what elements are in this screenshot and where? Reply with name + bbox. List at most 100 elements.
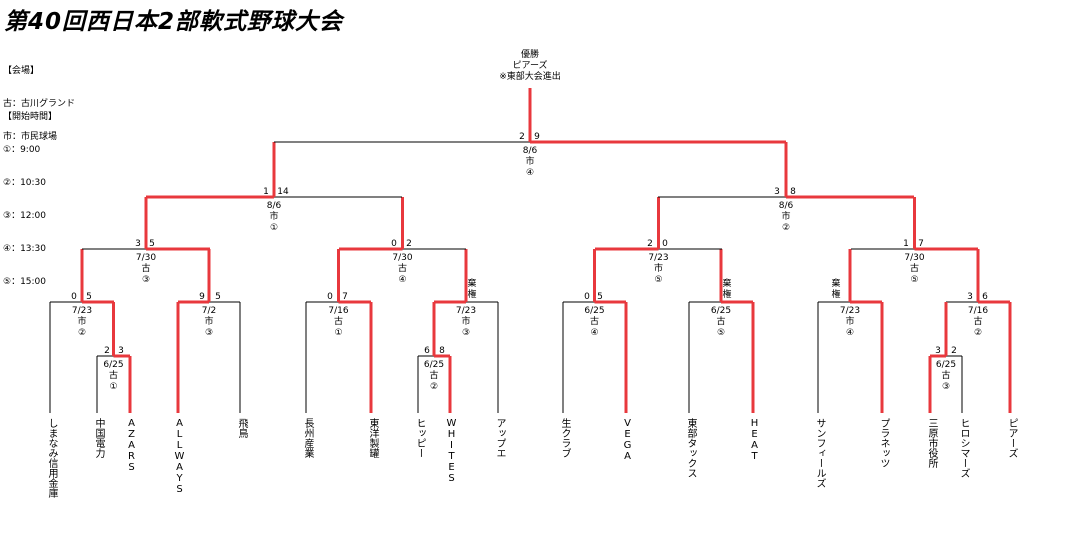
match-slot: ① (334, 328, 342, 338)
page-title: 第40回西日本2部軟式野球大会 (4, 9, 344, 35)
time-legend-line: ②：10:30 (3, 178, 47, 188)
score-right: 5 (215, 292, 221, 302)
score-left: 3 (935, 346, 941, 356)
score-left: 2 (519, 132, 525, 142)
forfeit-mark: 権 (467, 288, 476, 300)
champion-note: ※東部大会進出 (499, 72, 561, 82)
team-name: 飛鳥 (236, 418, 247, 438)
champion-label: 優勝 ピアーズ ※東部大会進出 (440, 50, 620, 83)
score-left: 3 (967, 292, 973, 302)
venue-legend: 【会場】 古：古川グランド 市：市民球場 (3, 44, 75, 154)
forfeit-mark: 棄 (722, 277, 731, 289)
match-date: 7/30 (904, 253, 924, 263)
champion-heading: 優勝 (520, 50, 539, 60)
score-left: 0 (71, 292, 77, 302)
score-right: 5 (597, 292, 603, 302)
score-left: 6 (424, 346, 430, 356)
team-name: しまなみ信用金庫 (46, 418, 57, 498)
time-legend-line: ③：12:00 (3, 211, 47, 221)
match-date: 6/25 (584, 306, 604, 316)
time-legend-heading: 【開始時間】 (3, 112, 58, 122)
match-date: 7/23 (840, 306, 860, 316)
match-venue: 市 (781, 210, 790, 222)
match-date: 6/25 (424, 360, 444, 370)
forfeit-mark: 棄 (467, 277, 476, 289)
team-name: 東部タックス (685, 418, 696, 478)
match-slot: ④ (526, 168, 534, 178)
venue-legend-heading: 【会場】 (3, 66, 40, 76)
team-name: 中国電力 (93, 418, 104, 458)
match-slot: ③ (462, 328, 470, 338)
score-right: 5 (86, 292, 92, 302)
score-right: 7 (918, 239, 924, 249)
match-venue: 古 (109, 369, 118, 381)
match-date: 6/25 (103, 360, 123, 370)
score-left: 2 (647, 239, 653, 249)
match-slot: ④ (846, 328, 854, 338)
match-date: 7/23 (72, 306, 92, 316)
forfeit-mark: 棄 (831, 277, 840, 289)
time-legend: 【開始時間】 ①：9:00 ②：10:30 ③：12:00 ④：13:30 ⑤：… (3, 90, 57, 299)
team-name: WHITES (446, 418, 457, 484)
score-right: 3 (118, 346, 124, 356)
score-left: 0 (327, 292, 333, 302)
match-venue: 古 (590, 315, 599, 327)
match-date: 8/6 (779, 201, 794, 211)
forfeit-mark: 権 (831, 288, 840, 300)
team-name: VEGA (622, 418, 633, 462)
team-name: プラネッツ (878, 418, 889, 468)
match-venue: 市 (77, 315, 86, 327)
score-left: 1 (903, 239, 909, 249)
match-date: 6/25 (936, 360, 956, 370)
match-venue: 古 (141, 262, 150, 274)
score-right: 7 (342, 292, 348, 302)
match-date: 6/25 (711, 306, 731, 316)
match-venue: 市 (654, 262, 663, 274)
match-venue: 古 (973, 315, 982, 327)
score-right: 8 (790, 187, 796, 197)
score-right: 5 (149, 239, 155, 249)
team-name: ALLWAYS (174, 418, 185, 495)
time-legend-line: ①：9:00 (3, 145, 41, 155)
match-slot: ⑤ (654, 275, 662, 285)
match-slot: ② (974, 328, 982, 338)
match-date: 7/23 (648, 253, 668, 263)
match-slot: ③ (142, 275, 150, 285)
venue-legend-line: 古：古川グランド (3, 99, 76, 109)
match-slot: ② (782, 223, 790, 233)
score-right: 2 (406, 239, 412, 249)
match-date: 8/6 (523, 146, 538, 156)
match-slot: ⑤ (717, 328, 725, 338)
match-venue: 古 (334, 315, 343, 327)
match-slot: ③ (205, 328, 213, 338)
match-date: 7/2 (202, 306, 216, 316)
score-right: 14 (277, 187, 289, 197)
score-left: 1 (263, 187, 269, 197)
team-name: ピアーズ (1006, 418, 1017, 458)
score-left: 2 (104, 346, 110, 356)
score-left: 3 (774, 187, 780, 197)
match-venue: 古 (429, 369, 438, 381)
match-venue: 市 (204, 315, 213, 327)
score-right: 6 (982, 292, 988, 302)
team-name: 三原市役所 (926, 418, 937, 468)
score-right: 8 (439, 346, 445, 356)
match-slot: ① (270, 223, 278, 233)
score-left: 0 (391, 239, 397, 249)
match-venue: 市 (269, 210, 278, 222)
score-left: 9 (199, 292, 205, 302)
match-slot: ② (430, 382, 438, 392)
team-name: 生クラブ (559, 418, 570, 458)
team-name: サンフィールズ (814, 418, 825, 488)
team-name: AZARS (126, 418, 137, 473)
score-right: 2 (951, 346, 957, 356)
match-venue: 古 (910, 262, 919, 274)
forfeit-mark: 権 (722, 288, 731, 300)
time-legend-line: ④：13:30 (3, 244, 47, 254)
match-venue: 古 (716, 315, 725, 327)
team-name: 長州産業 (302, 418, 313, 458)
match-date: 7/23 (456, 306, 476, 316)
match-venue: 古 (398, 262, 407, 274)
score-right: 0 (662, 239, 668, 249)
